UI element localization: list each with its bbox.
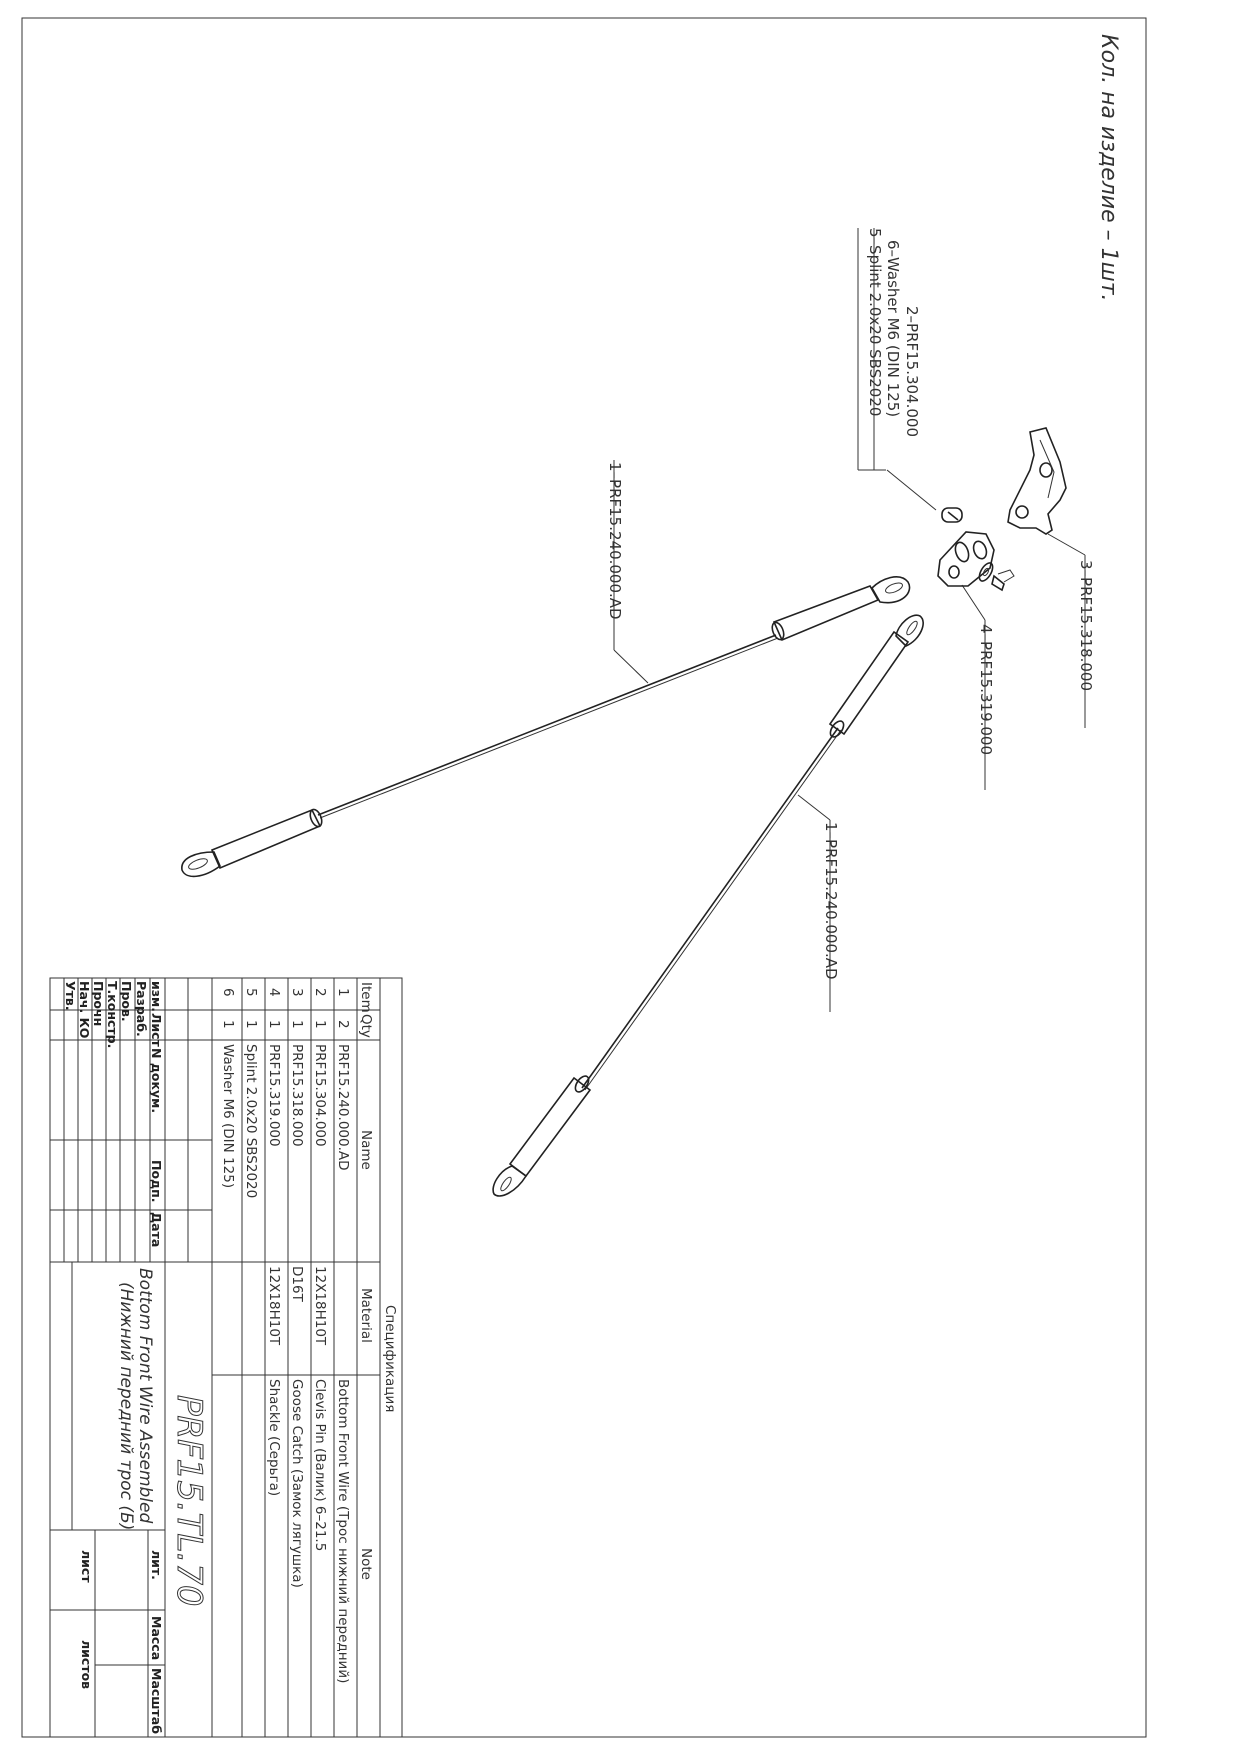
- svg-text:1: 1: [243, 1020, 259, 1029]
- svg-text:1: 1: [335, 988, 351, 997]
- svg-text:5: 5: [243, 988, 259, 997]
- svg-text:Clevis Pin (Валик) 6–21.5: Clevis Pin (Валик) 6–21.5: [312, 1379, 328, 1551]
- bom-header-item: Item: [358, 982, 374, 1013]
- bom-header-qty: Qty: [358, 1014, 374, 1038]
- callout-item-3: 3–PRF15.318.000: [1077, 560, 1095, 691]
- svg-text:PRF15.318.000: PRF15.318.000: [289, 1044, 305, 1147]
- table-row: 3 1 PRF15.318.000 D16T Goose Catch (Замо…: [289, 988, 305, 1588]
- callout-item-1a: 1–PRF15.240.000.AD: [606, 462, 624, 620]
- callout-item-1b-leader: 1–PRF15.240.000.AD: [797, 794, 840, 1012]
- table-row: 1 2 PRF15.240.000.AD Bottom Front Wire (…: [335, 988, 351, 1683]
- svg-text:2: 2: [312, 988, 328, 997]
- drawing-frame: [21, 17, 1147, 1738]
- title-russian: (Нижний передний трос (Б): [116, 1282, 136, 1530]
- callout-item-3-leader: 3–PRF15.318.000: [1047, 533, 1095, 728]
- wire-assembly-upper: [181, 576, 911, 878]
- document-code: PRF15.TL.70: [169, 1395, 209, 1607]
- bom-title: Спецификация: [382, 1305, 398, 1412]
- svg-text:6: 6: [220, 988, 236, 997]
- svg-text:12X18H10T: 12X18H10T: [312, 1266, 328, 1346]
- svg-text:PRF15.319.000: PRF15.319.000: [266, 1044, 282, 1147]
- shackle-and-fasteners: [937, 507, 1015, 592]
- svg-text:1: 1: [289, 1020, 305, 1029]
- label-masshtab: Масштаб: [149, 1668, 164, 1734]
- role-prov: Пров.: [119, 981, 134, 1022]
- svg-text:Bottom Front Wire (Трос нижний: Bottom Front Wire (Трос нижний передний): [335, 1379, 351, 1683]
- table-row: 2 1 PRF15.304.000 12X18H10T Clevis Pin (…: [312, 988, 328, 1551]
- role-proch: Прочн: [91, 981, 106, 1026]
- svg-text:Shackle (Серьга): Shackle (Серьга): [266, 1379, 282, 1496]
- callout-item-1a-leader: 1–PRF15.240.000.AD: [606, 460, 649, 684]
- bom-header-note: Note: [358, 1548, 374, 1580]
- col-list: Лист: [149, 1013, 164, 1048]
- role-utv: Утв.: [63, 981, 78, 1011]
- col-doc: N докум.: [149, 1048, 164, 1113]
- callout-item-6: 6–Washer M6 (DIN 125): [884, 240, 902, 417]
- callout-item-4-leader: 4–PRF15.319.000: [961, 584, 995, 790]
- svg-text:1: 1: [312, 1020, 328, 1029]
- svg-text:2: 2: [335, 1020, 351, 1029]
- col-data: Дата: [149, 1212, 164, 1247]
- svg-text:12X18H10T: 12X18H10T: [266, 1266, 282, 1346]
- label-list: лист: [79, 1550, 94, 1583]
- svg-text:PRF15.240.000.AD: PRF15.240.000.AD: [335, 1044, 351, 1171]
- title-block: PRF15.TL.70 Bottom Front Wire Assembled …: [49, 977, 213, 1738]
- callout-item-5: 5–Splint 2.0x20 SBS2020: [866, 228, 884, 416]
- role-razrab: Разраб.: [134, 981, 149, 1037]
- wire-assembly-lower: [492, 614, 924, 1197]
- svg-text:3: 3: [289, 988, 305, 997]
- svg-text:4: 4: [266, 988, 282, 997]
- callout-item-4: 4–PRF15.319.000: [977, 624, 995, 755]
- svg-text:Goose Catch (Замок лягушка): Goose Catch (Замок лягушка): [289, 1379, 305, 1588]
- table-row: 4 1 PRF15.319.000 12X18H10T Shackle (Сер…: [266, 988, 282, 1496]
- col-izm: изм.: [149, 981, 164, 1012]
- svg-text:1: 1: [266, 1020, 282, 1029]
- bom-header-material: Material: [358, 1288, 374, 1343]
- label-massa: Масса: [149, 1616, 164, 1660]
- table-row: 5 1 Splint 2.0x20 SBS2020: [243, 988, 259, 1198]
- label-lit: лит.: [149, 1550, 164, 1580]
- goose-catch-part: [1007, 427, 1067, 535]
- title-english: Bottom Front Wire Assembled: [135, 1268, 155, 1523]
- label-listov: листов: [79, 1640, 94, 1689]
- role-tkonstr: Т.констр.: [105, 981, 120, 1048]
- quantity-note: Кол. на изделие – 1шт.: [1096, 34, 1121, 302]
- callout-item-2: 2–PRF15.304.000: [903, 306, 921, 437]
- svg-text:D16T: D16T: [289, 1266, 305, 1303]
- bom-table: Спецификация Item Qty Name Material Note…: [211, 977, 403, 1738]
- svg-text:Splint 2.0x20 SBS2020: Splint 2.0x20 SBS2020: [243, 1044, 259, 1198]
- bom-header-name: Name: [358, 1130, 374, 1170]
- callout-item-1b: 1–PRF15.240.000.AD: [822, 822, 840, 980]
- svg-text:1: 1: [220, 1020, 236, 1029]
- callout-group-fasteners: 2–PRF15.304.000 6–Washer M6 (DIN 125) 5–…: [857, 228, 937, 511]
- role-nach: Нач. КО: [77, 981, 92, 1038]
- svg-text:Washer M6 (DIN 125): Washer M6 (DIN 125): [220, 1044, 236, 1188]
- svg-text:PRF15.304.000: PRF15.304.000: [312, 1044, 328, 1147]
- table-row: 6 1 Washer M6 (DIN 125): [220, 988, 236, 1188]
- col-podp: Подп.: [149, 1160, 164, 1203]
